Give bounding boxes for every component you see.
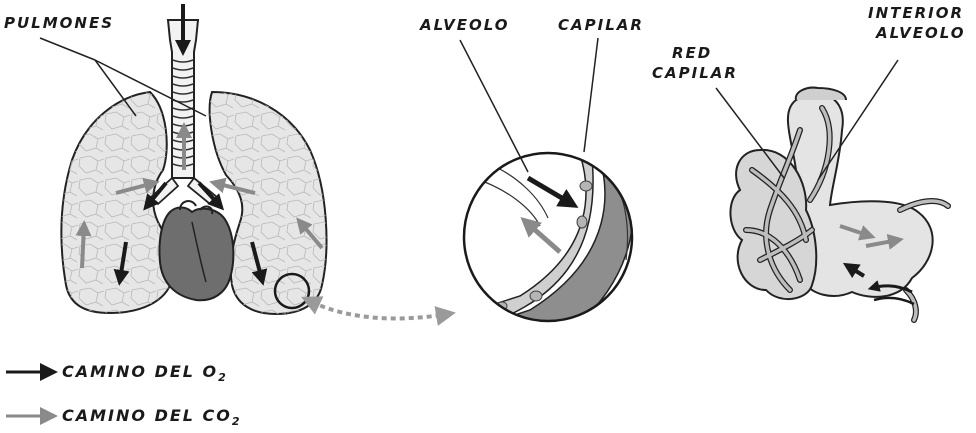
zoom-connector-arrow bbox=[312, 302, 448, 318]
label-red-capilar-line1: RED bbox=[672, 44, 712, 63]
legend-o2-text: CAMINO DEL O bbox=[62, 362, 218, 381]
lungs-illustration bbox=[40, 4, 326, 314]
legend-o2-label: CAMINO DEL O2 bbox=[62, 362, 228, 387]
legend-o2-subscript: 2 bbox=[218, 371, 228, 384]
alveolus-magnified bbox=[460, 38, 645, 350]
heart bbox=[159, 208, 233, 301]
label-interior-line2: ALVEOLO bbox=[876, 24, 965, 43]
label-red-capilar-line2: CAPILAR bbox=[652, 64, 738, 83]
legend-co2-text: CAMINO DEL CO bbox=[62, 406, 232, 425]
label-pulmones: PULMONES bbox=[4, 14, 114, 33]
legend-co2-subscript: 2 bbox=[232, 415, 242, 428]
legend-co2-label: CAMINO DEL CO2 bbox=[62, 406, 242, 431]
alveoli-cluster bbox=[716, 60, 948, 320]
label-interior-line1: INTERIOR bbox=[868, 4, 964, 23]
label-capilar: CAPILAR bbox=[558, 16, 644, 35]
label-alveolo: ALVEOLO bbox=[420, 16, 509, 35]
